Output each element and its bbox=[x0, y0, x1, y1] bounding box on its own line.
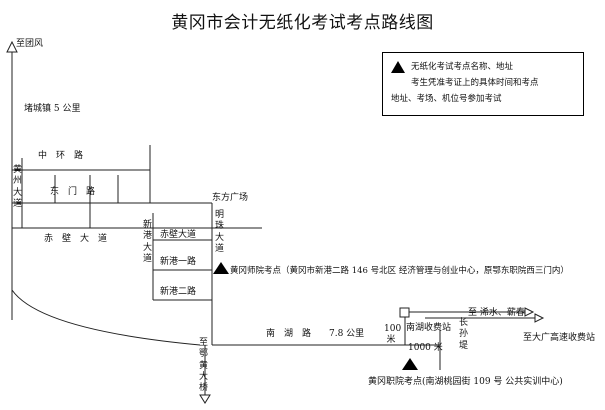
road-curve-southwest bbox=[11, 289, 201, 346]
label-100m: 100 米 bbox=[384, 324, 402, 346]
arrow-right-icon bbox=[524, 307, 535, 317]
label-to-highway: 至大广高速收费站 bbox=[523, 333, 596, 343]
legend-line3: 地址、考场、机位号参加考试 bbox=[391, 94, 502, 104]
label-chibi-dadao-short: 赤壁大道 bbox=[160, 230, 197, 240]
label-to-ehuang-bridge: 至鄂黄大桥 bbox=[198, 338, 208, 393]
label-zhonghuan-lu: 中 环 路 bbox=[38, 151, 84, 161]
label-nanhu-lu: 南 湖 路 7.8 公里 bbox=[266, 329, 365, 339]
arrow-up-icon bbox=[6, 40, 18, 53]
label-huanggang-normal-exam: 黄冈师院考点（黄冈市新港二路 146 号北区 经济管理与创业中心，原鄂东职院西三… bbox=[230, 266, 569, 276]
legend-line2: 考生凭准考证上的具体时间和考点 bbox=[411, 78, 539, 88]
triangle-marker-icon bbox=[402, 358, 418, 370]
legend-box: 无纸化考试考点名称、地址 考生凭准考证上的具体时间和考点 地址、考场、机位号参加… bbox=[382, 52, 584, 116]
legend-line1: 无纸化考试考点名称、地址 bbox=[411, 62, 514, 72]
label-chibi-dadao: 赤 壁 大 道 bbox=[44, 234, 108, 244]
label-mingzhu-dadao: 明珠大道 bbox=[214, 210, 224, 254]
label-toll-station: 南湖收费站 bbox=[406, 323, 452, 333]
label-1000m: 1000 米 bbox=[408, 343, 443, 353]
arrow-down-icon bbox=[199, 394, 211, 404]
label-xingang-dadao: 新港大道 bbox=[142, 220, 152, 264]
label-changsun-di: 长孙堤 bbox=[458, 318, 468, 351]
label-to-xishui: 至 浠水、蕲春 bbox=[468, 308, 525, 318]
label-to-tuanfeng: 至团风 bbox=[16, 39, 44, 49]
label-xingang-erlu: 新港二路 bbox=[160, 287, 197, 297]
legend-triangle-icon bbox=[391, 61, 405, 73]
label-dongfang-guangchang: 东方广场 bbox=[212, 193, 249, 203]
map-title: 黄冈市会计无纸化考试考点路线图 bbox=[171, 13, 434, 33]
triangle-marker-icon bbox=[213, 262, 229, 274]
label-duchengzhen: 堵城镇 5 公里 bbox=[24, 104, 81, 114]
toll-station-marker bbox=[399, 307, 410, 318]
label-dongmen-lu: 东 门 路 bbox=[50, 187, 96, 197]
label-xingang-yilu: 新港一路 bbox=[160, 257, 197, 267]
label-huangzhou-dadao: 黄州大道 bbox=[12, 165, 22, 209]
arrow-right-icon bbox=[534, 313, 545, 323]
label-vocational-exam: 黄冈职院考点(南湖桃园街 109 号 公共实训中心) bbox=[368, 377, 563, 387]
